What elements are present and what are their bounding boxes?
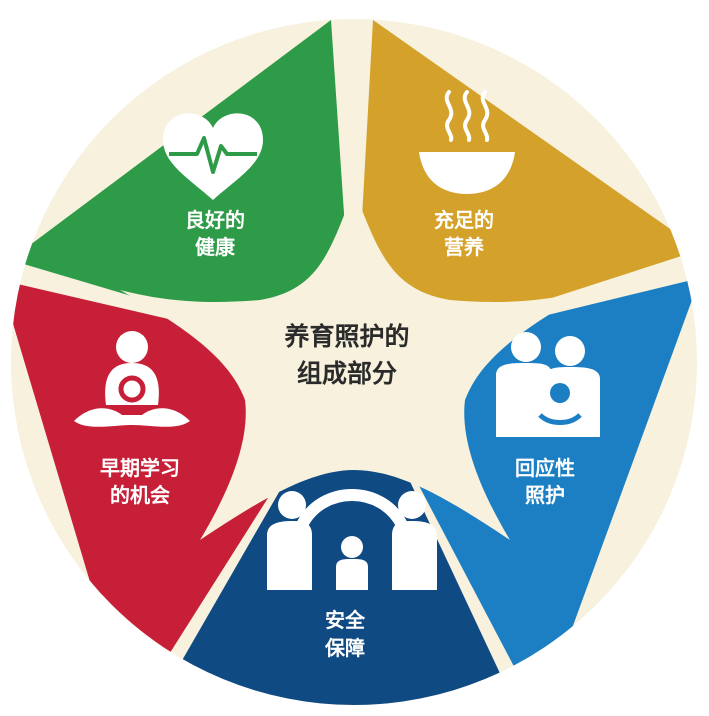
segment-health-label-line1: 良好的: [185, 208, 245, 232]
center-title-line1: 养育照护的: [283, 322, 409, 351]
segment-responsive-label-line1: 回应性: [515, 456, 575, 480]
segment-safety: [150, 362, 520, 705]
heart-pulse-icon: [163, 113, 263, 201]
segment-responsive-label-line2: 照护: [525, 483, 565, 507]
segment-safety-label-line1: 安全: [325, 608, 366, 632]
segment-learning-label-line1: 早期学习: [100, 456, 180, 480]
segment-learning-label-line2: 的机会: [110, 483, 170, 507]
segment-nutrition-label-line1: 充足的: [434, 208, 494, 232]
child-playing-icon: [74, 331, 190, 427]
segment-nutrition-label-line2: 营养: [444, 235, 484, 259]
segment-safety-label-line2: 保障: [324, 636, 365, 660]
steaming-bowl-icon: [419, 90, 515, 194]
segment-health-label-line2: 健康: [195, 235, 236, 259]
center-title-line2: 组成部分: [297, 359, 397, 388]
center-hub: [120, 190, 590, 540]
segment-nutrition: [354, 20, 697, 362]
caregivers-holding-baby-icon: [496, 332, 600, 437]
family-shelter-icon: [267, 489, 437, 590]
segment-health: [11, 20, 354, 362]
